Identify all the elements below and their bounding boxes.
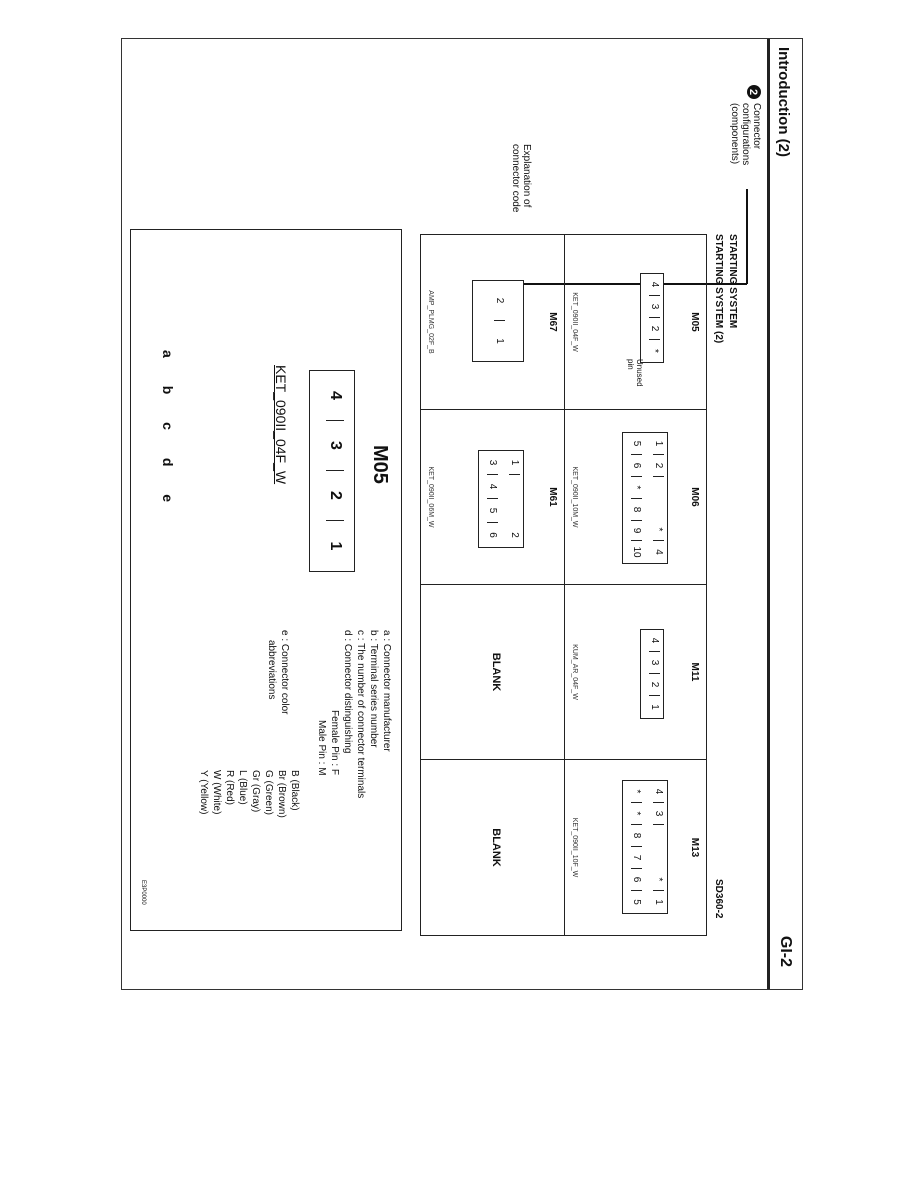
m13-code: KET_090II_10F_W xyxy=(571,817,578,878)
connector-cell-m11: M11 4 3 2 1 KUM_AR_04F_W xyxy=(564,585,706,760)
m11-code: KUM_AR_04F_W xyxy=(571,644,578,700)
m06-code: KET_090II_10M_W xyxy=(571,466,578,528)
m05-code: KET_090II_04F_W xyxy=(571,292,578,352)
example-code: KET_090II_04F_W xyxy=(273,365,289,485)
callout-arrow xyxy=(507,189,748,285)
m11-pin-block: 4 3 2 1 xyxy=(640,629,664,719)
m61-code: KET_090II_06M_W xyxy=(427,466,434,528)
blank-cell-2: BLANK xyxy=(490,828,502,867)
blank-cell-1: BLANK xyxy=(421,585,564,760)
figure-code: E3P0000 xyxy=(140,880,146,905)
m67-code: AMP_PLMG_02F_B xyxy=(427,290,434,354)
svg-text:2: 2 xyxy=(747,89,759,95)
callout-number-badge: 2 xyxy=(741,84,762,100)
legend-color-list: B (Black) Br (Brown) G (Green) Gr (Gray)… xyxy=(198,770,300,818)
system-code: SD360-2 xyxy=(713,879,724,919)
example-pin-block: 4 3 2 1 xyxy=(309,370,355,572)
connector-cell-m61: M61 1 2 3 4 5 6 KET_090II_06M_W xyxy=(421,410,564,585)
page-title: Introduction (2) xyxy=(775,47,792,157)
m05-pin-block: 4 3 2 * xyxy=(640,273,664,363)
page-number: GI-2 xyxy=(777,935,794,967)
legend-block: a : Connector manufacturer b : Terminal … xyxy=(316,630,392,799)
explanation-box: M05 4 3 2 1 KET_090II_04F_W a b c d e a … xyxy=(130,229,402,931)
m61-pin-block: 1 2 3 4 5 6 xyxy=(478,450,524,548)
header-rule xyxy=(767,39,770,989)
m67-pin-block: 2 1 xyxy=(472,280,524,362)
connector-cell-m67: M67 2 1 AMP_PLMG_02F_B xyxy=(421,235,564,410)
m13-pin-block: 4 3 * 1 * * 8 7 6 5 xyxy=(622,780,668,914)
system-subtitle: STARTING SYSTEM (2) xyxy=(713,234,724,344)
page-frame: Introduction (2) GI-2 2 Connector config… xyxy=(121,38,803,990)
legend-color-label: e : Connector color abbreviations xyxy=(266,630,290,715)
explanation-label: Explanation of connector code xyxy=(510,144,532,213)
example-letters: a b c d e xyxy=(160,350,176,503)
example-connector-name: M05 xyxy=(369,445,391,484)
rotated-page-content: Introduction (2) GI-2 2 Connector config… xyxy=(122,39,802,989)
connector-cell-m06: M06 1 2 * 4 5 6 * 8 9 10 KET_090II_10M_W xyxy=(564,410,706,585)
system-title: STARTING SYSTEM xyxy=(727,234,738,329)
m06-pin-block: 1 2 * 4 5 6 * 8 9 10 xyxy=(622,432,668,564)
callout-text: Connector configurations (components) xyxy=(729,103,762,166)
connector-cell-m13: M13 4 3 * 1 * * 8 7 6 5 KET_090II_10F_W xyxy=(564,760,706,935)
